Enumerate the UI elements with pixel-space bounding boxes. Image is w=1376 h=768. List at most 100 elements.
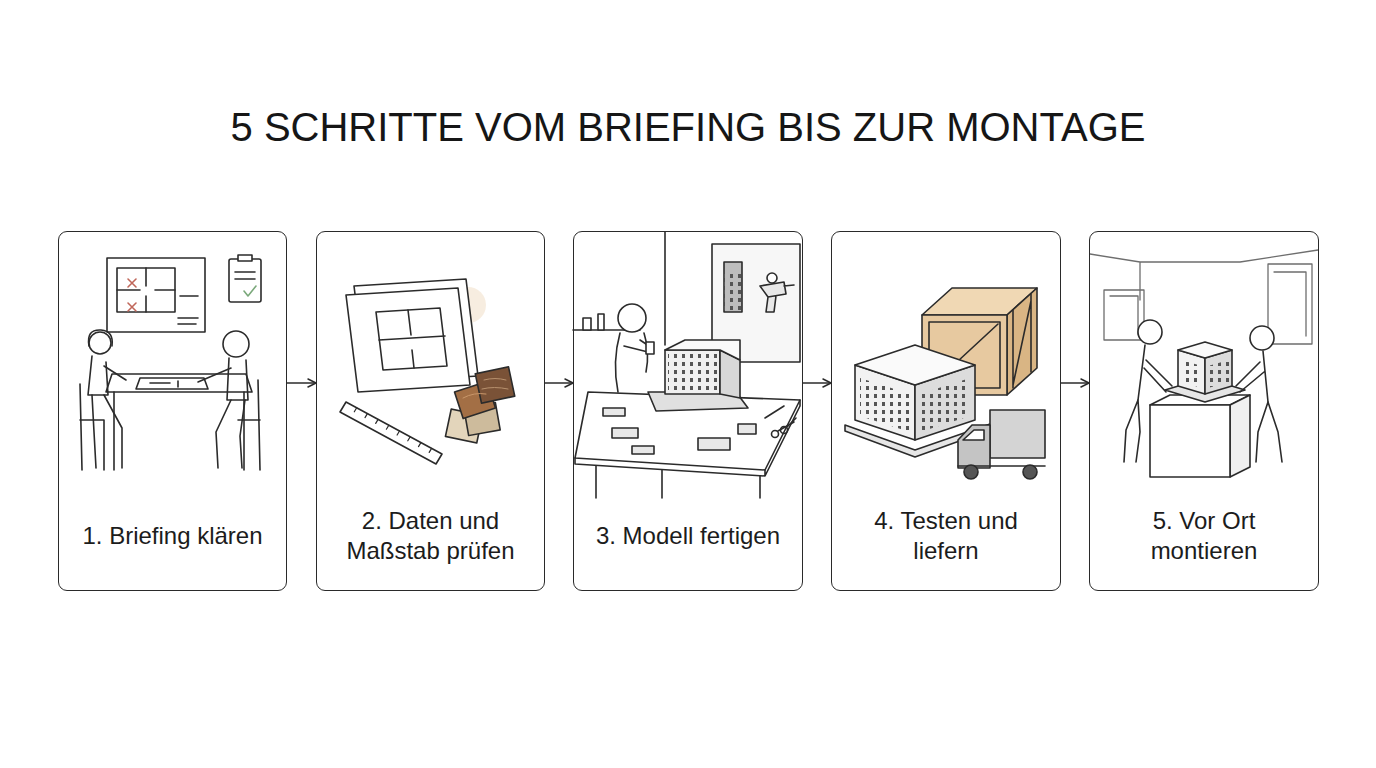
- person-woman: [80, 330, 126, 470]
- installer-right: [1236, 326, 1282, 462]
- installer-right: [1256, 402, 1282, 462]
- model-maker: [615, 304, 654, 392]
- installed-model: [1208, 360, 1229, 388]
- installed-model: [1178, 342, 1232, 358]
- clipboard-icon: [235, 272, 255, 279]
- person-man: [216, 400, 245, 468]
- pedestal: [1150, 395, 1250, 477]
- installed-model: [1165, 342, 1245, 402]
- delivery-truck: [958, 410, 1045, 479]
- clipboard-icon: [238, 255, 252, 261]
- delivery-truck: [990, 410, 1045, 458]
- work-table: [665, 340, 740, 360]
- work-table: [603, 408, 625, 416]
- label-area: 4. Testen und liefern: [832, 494, 1060, 578]
- workshop-room: [573, 232, 665, 345]
- installer-left: [1138, 345, 1172, 400]
- installer-left: [1138, 320, 1162, 344]
- work-table: [575, 400, 800, 476]
- meeting-table: [114, 392, 244, 470]
- ruler: [340, 402, 442, 464]
- meeting-table: [150, 381, 178, 387]
- clipboard-icon: [229, 255, 261, 302]
- work-table: [575, 392, 800, 470]
- workshop-room: [760, 282, 794, 312]
- work-table: [575, 340, 800, 498]
- exhibition-room: [1268, 264, 1312, 344]
- workshop-room: [724, 262, 742, 312]
- installer-left: [1124, 400, 1140, 462]
- step-box: 5. Vor Ort montieren: [1089, 231, 1319, 591]
- model-maker: [618, 304, 646, 332]
- delivery-truck: [964, 465, 978, 479]
- delivery-truck: [963, 430, 984, 440]
- work-table: [665, 350, 720, 394]
- plan-papers: [346, 288, 470, 392]
- exhibition-room: [1110, 296, 1138, 334]
- person-man: [227, 358, 248, 400]
- model-maker: [646, 342, 654, 354]
- step-box: 2. Daten und Maßstab prüfen: [316, 231, 545, 591]
- person-man: [198, 368, 231, 382]
- work-table: [765, 406, 784, 418]
- work-table: [612, 428, 638, 438]
- work-table: [738, 424, 756, 434]
- exhibition-room: [1090, 250, 1318, 344]
- meeting-table: [106, 374, 252, 392]
- pedestal: [1230, 395, 1250, 477]
- person-woman: [89, 330, 113, 346]
- floor-plan-board: [117, 268, 175, 312]
- material-swatches: [463, 394, 486, 399]
- installer-left: [1124, 320, 1172, 462]
- flow-arrow: [803, 382, 831, 384]
- material-swatches: [482, 379, 508, 390]
- material-swatches: [445, 367, 514, 443]
- person-woman: [89, 332, 111, 354]
- person-man: [198, 331, 260, 470]
- clipboard-icon: [244, 286, 256, 296]
- diagram-title: 5 SCHRITTE VOM BRIEFING BIS ZUR MONTAGE: [0, 103, 1376, 151]
- installer-right: [1236, 351, 1268, 402]
- floor-plan-board: [107, 258, 205, 332]
- step-box: 3. Modell fertigen: [573, 231, 803, 591]
- work-table: [632, 446, 654, 454]
- floor-plan-board: [117, 268, 175, 312]
- work-table: [668, 354, 718, 392]
- workshop-room: [573, 232, 800, 362]
- flow-arrow: [545, 382, 573, 384]
- exhibition-room: [1090, 250, 1318, 300]
- step-label: 3. Modell fertigen: [596, 521, 780, 551]
- label-area: 3. Modell fertigen: [574, 494, 802, 578]
- work-table: [698, 438, 730, 450]
- label-area: 1. Briefing klären: [59, 494, 286, 578]
- ruler: [340, 402, 442, 464]
- person-woman: [92, 395, 122, 468]
- installed-model: [1181, 360, 1202, 388]
- delivery-truck: [958, 425, 990, 468]
- flow-arrow: [287, 382, 316, 384]
- workshop-room: [767, 273, 777, 283]
- building-model: [855, 345, 975, 385]
- meeting-table: [106, 374, 252, 470]
- step-box: 1. Briefing klären: [58, 231, 287, 591]
- building-model: [920, 378, 970, 432]
- plan-papers: [379, 310, 445, 368]
- plan-papers: [346, 279, 486, 392]
- flow-arrow: [1061, 382, 1089, 384]
- person-woman: [88, 356, 108, 395]
- floor-plan-board: [178, 296, 198, 324]
- material-swatches: [475, 367, 514, 403]
- step-label: 4. Testen und liefern: [846, 506, 1046, 566]
- step-label: 5. Vor Ort montieren: [1104, 506, 1304, 566]
- person-woman: [104, 366, 126, 380]
- person-man: [223, 331, 249, 357]
- meeting-table: [136, 378, 208, 389]
- workshop-room: [724, 270, 742, 312]
- step-label: 1. Briefing klären: [82, 521, 262, 551]
- ruler: [354, 408, 431, 453]
- work-table: [778, 418, 796, 431]
- plan-papers: [376, 308, 447, 370]
- pedestal: [1150, 405, 1230, 477]
- floor-plan-board: [128, 279, 136, 311]
- installer-right: [1250, 326, 1274, 350]
